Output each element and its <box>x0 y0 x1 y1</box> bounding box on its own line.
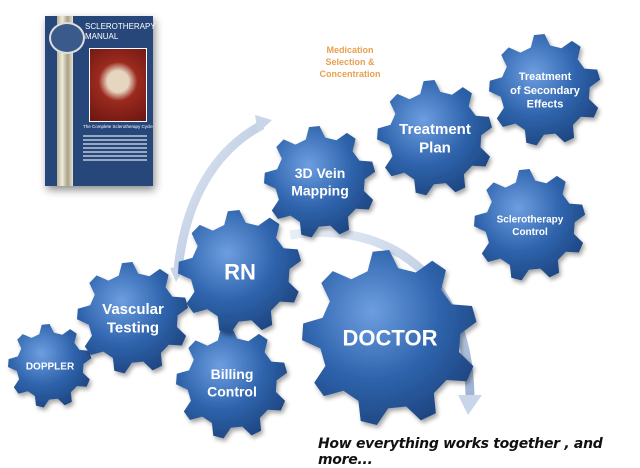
cycle-arrow-left <box>173 121 265 271</box>
gear-doppler: DOPPLER <box>8 324 92 408</box>
gear-doctor: DOCTOR <box>302 250 477 425</box>
annotation-line2: Selection & <box>325 57 375 67</box>
medication-annotation: Medication Selection & Concentration <box>300 44 400 80</box>
gear-shape <box>302 250 477 425</box>
gear-label: Vascular <box>102 301 164 318</box>
gear-label: of Secondary <box>510 85 581 97</box>
cover-body-text <box>83 133 147 163</box>
gear-label: 3D Vein <box>295 165 346 181</box>
gear-label: Plan <box>419 140 451 157</box>
gear-rn: RN <box>178 210 301 334</box>
gear-shape <box>264 126 376 238</box>
gear-shape <box>489 34 601 146</box>
gear-label: Treatment <box>519 71 572 83</box>
gear-label: Effects <box>527 99 564 111</box>
gear-label: Sclerotherapy <box>497 214 564 225</box>
gear-shape <box>377 80 492 196</box>
gear-label: Mapping <box>291 183 349 199</box>
gear-label: Control <box>207 384 257 400</box>
arrowhead-down-icon <box>458 395 482 415</box>
gear-shape <box>178 210 301 334</box>
gear-shape <box>77 262 189 374</box>
gear-shape <box>8 324 92 408</box>
book-title-line1: SCLEROTHERAPY <box>85 22 156 31</box>
gear-label: RN <box>224 260 256 285</box>
book-title-line2: MANUAL <box>85 32 119 41</box>
gear-label: Treatment <box>399 121 471 138</box>
annotation-line1: Medication <box>326 45 374 55</box>
gear-label: Control <box>512 227 548 238</box>
cover-statue-image <box>89 48 147 122</box>
caption: How everything works together , and more… <box>318 436 603 468</box>
gear-label: Billing <box>211 366 254 382</box>
gear-label: DOCTOR <box>343 326 438 351</box>
gear-shape <box>176 327 288 439</box>
gear-label: Testing <box>107 320 159 337</box>
gear-label: DOPPLER <box>26 362 75 373</box>
cover-crest <box>49 22 85 54</box>
gear-shape <box>474 169 586 281</box>
book-subtitle: The Complete Sclerotherapy Cycle <box>83 124 153 129</box>
annotation-line3: Concentration <box>319 69 381 79</box>
cycle-arrow-right <box>289 227 475 401</box>
arrowhead-up-icon <box>255 115 272 133</box>
cover-pillar <box>57 16 73 186</box>
